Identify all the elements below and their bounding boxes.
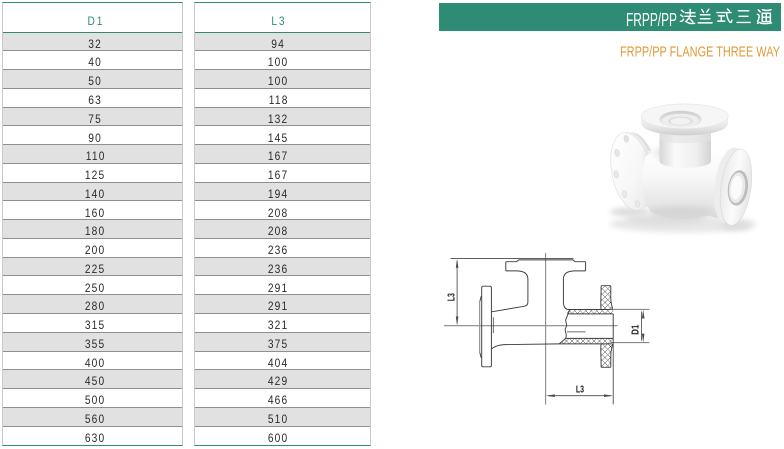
svg-text:L3: L3 (447, 293, 458, 302)
svg-text:FRPP/PP: FRPP/PP (626, 10, 677, 30)
svg-text:D1: D1 (631, 324, 642, 334)
svg-text:FRPP/PP FLANGE THREE WAY: FRPP/PP FLANGE THREE WAY (620, 45, 780, 60)
svg-text:L3: L3 (576, 384, 585, 395)
